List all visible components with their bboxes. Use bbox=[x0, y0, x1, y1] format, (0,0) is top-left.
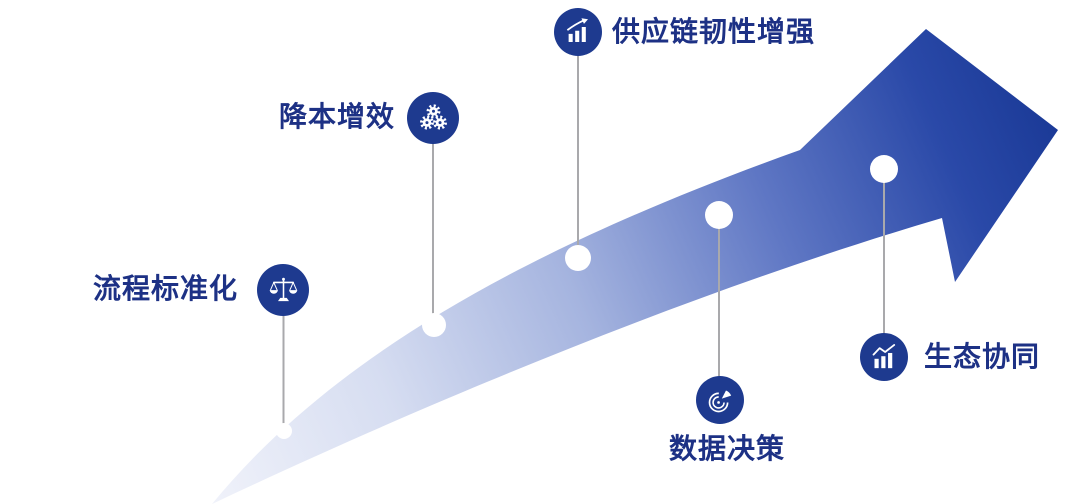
gears-icon bbox=[419, 103, 447, 130]
milestone-node-circle bbox=[860, 333, 908, 381]
milestone-dot bbox=[276, 423, 292, 439]
milestone-dot bbox=[422, 313, 446, 337]
milestone-dot bbox=[705, 201, 733, 229]
connector-lines bbox=[282, 54, 885, 425]
milestone-node-circle bbox=[696, 376, 744, 424]
milestone-label: 数据决策 bbox=[668, 433, 785, 464]
milestone-dot bbox=[565, 245, 591, 271]
milestone-label: 生态协同 bbox=[924, 341, 1041, 372]
milestone-dot bbox=[870, 155, 898, 183]
milestone-label: 降本增效 bbox=[278, 101, 395, 132]
growth-arrow bbox=[212, 29, 1058, 504]
bar-chart-rise-icon bbox=[566, 18, 588, 42]
milestone-label: 供应链韧性增强 bbox=[612, 16, 816, 47]
trend-bars-icon bbox=[872, 343, 895, 368]
milestone-node-circle bbox=[554, 8, 602, 56]
balance-scale-icon bbox=[269, 277, 297, 301]
milestone-dots bbox=[276, 155, 898, 439]
milestone-node-circle bbox=[257, 264, 309, 316]
pie-chart-icon bbox=[708, 389, 731, 412]
milestone-label: 流程标准化 bbox=[92, 273, 238, 304]
milestone-node-circle bbox=[407, 92, 459, 144]
